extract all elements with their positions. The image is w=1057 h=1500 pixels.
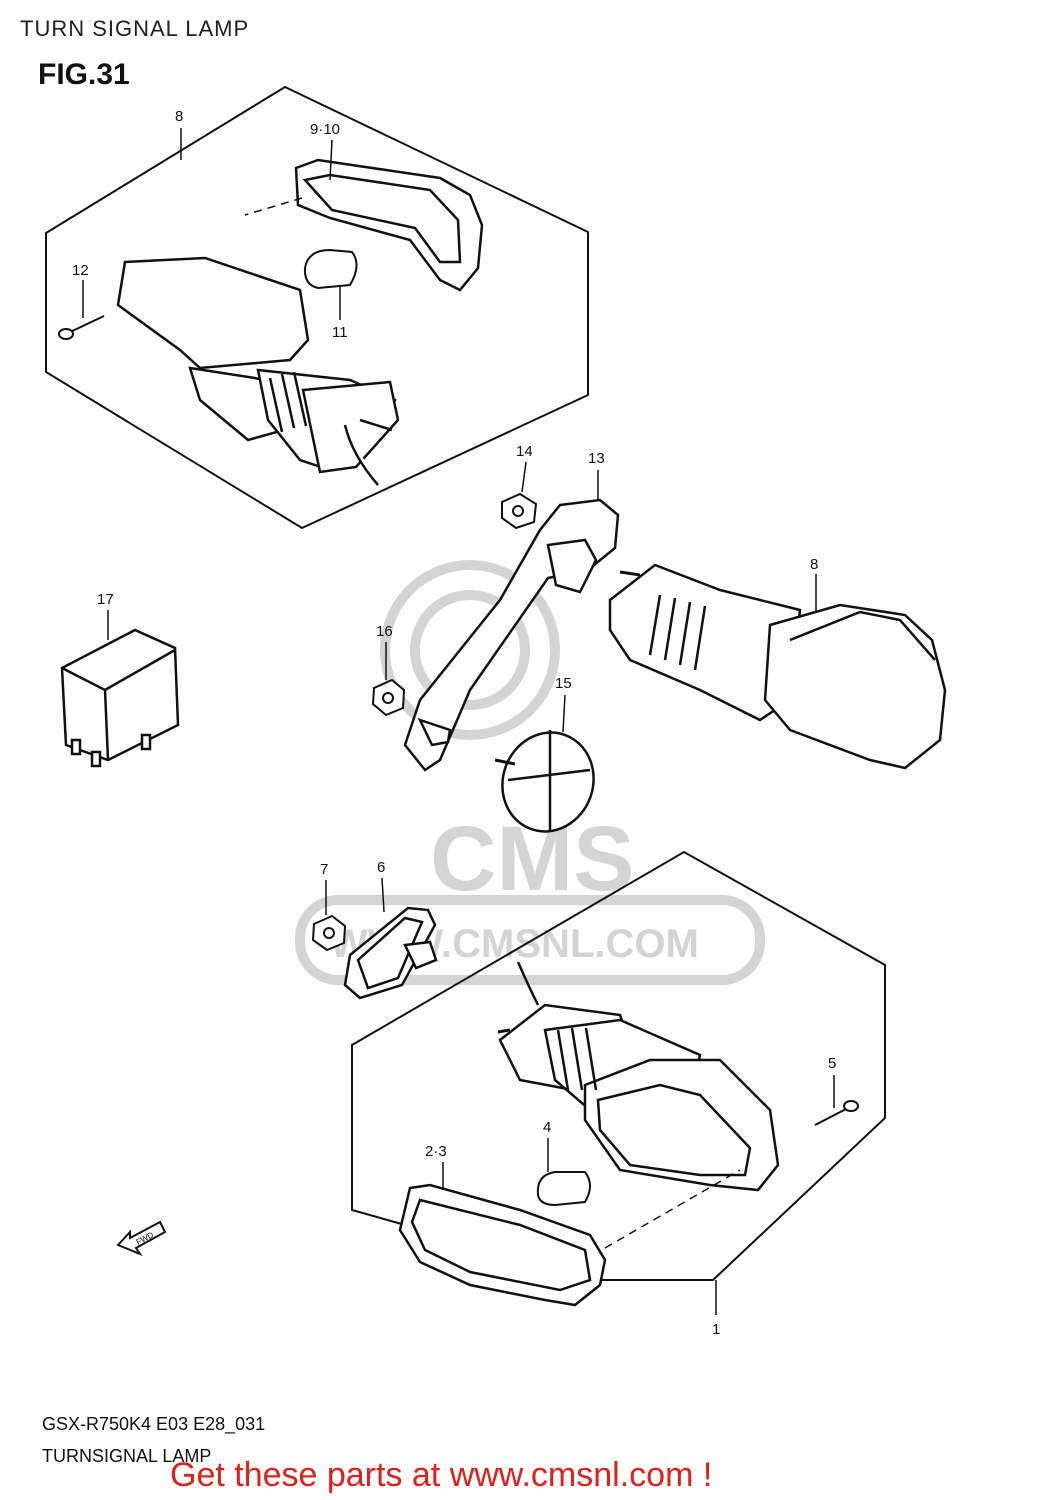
- reflector-15: [494, 730, 595, 833]
- callout-9-10: 9·10: [310, 121, 340, 138]
- callout-5: 5: [828, 1055, 836, 1072]
- callout-8-right: 8: [810, 556, 818, 573]
- callout-16: 16: [376, 623, 393, 640]
- upper-lamp-body: [116, 256, 400, 486]
- lower-assembly-frame: [351, 850, 886, 1281]
- bracket-13: [403, 498, 620, 772]
- lower-lens: [398, 1169, 741, 1307]
- nut-7: [311, 914, 347, 952]
- model-code: GSX-R750K4 E03 E28_031: [42, 1414, 266, 1434]
- upper-assembly-frame: [45, 85, 589, 530]
- callout-12: 12: [72, 262, 89, 279]
- nut-14: [501, 492, 538, 530]
- diagram-subtitle: TURNSIGNAL LAMP: [42, 1446, 212, 1466]
- callout-17: 17: [97, 591, 114, 608]
- shop-link-banner[interactable]: Get these parts at www.cmsnl.com !: [170, 1456, 713, 1494]
- lower-screw: [814, 1100, 859, 1126]
- callout-1: 1: [712, 1321, 720, 1338]
- upper-bulb: [303, 248, 358, 290]
- right-lamp-body: [608, 563, 947, 770]
- watermark: [295, 560, 765, 985]
- fwd-arrow-icon: [116, 1220, 167, 1257]
- nut-16: [371, 678, 406, 717]
- callout-14: 14: [516, 443, 533, 460]
- leader-lines: [82, 128, 835, 1315]
- callout-13: 13: [588, 450, 605, 467]
- callout-2-3: 2·3: [425, 1143, 447, 1160]
- plate-6: [343, 906, 438, 1000]
- relay-17: [60, 628, 180, 768]
- lower-bulb: [536, 1171, 591, 1207]
- upper-lens: [244, 158, 484, 292]
- callout-15: 15: [555, 675, 572, 692]
- callout-11: 11: [332, 324, 348, 341]
- callout-7: 7: [320, 861, 328, 878]
- callout-8-upper: 8: [175, 108, 183, 125]
- callout-4: 4: [543, 1119, 551, 1136]
- figure-label: FIG.31: [38, 58, 130, 91]
- lower-lamp-body: [497, 961, 780, 1192]
- page-title: TURN SIGNAL LAMP: [20, 16, 250, 41]
- callout-6: 6: [377, 859, 385, 876]
- upper-screw: [58, 315, 105, 340]
